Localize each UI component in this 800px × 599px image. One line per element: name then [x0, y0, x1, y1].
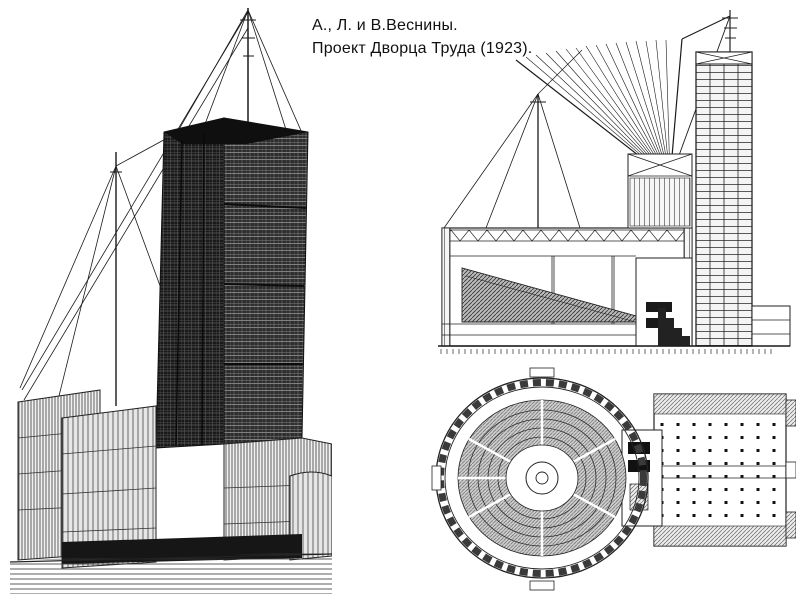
- perspective-drawing: [9, 8, 332, 594]
- radio-masts-and-guy-wires: [19, 8, 307, 406]
- ground-hatching: [9, 552, 332, 594]
- lattice-tower: [695, 10, 791, 347]
- constructivist-tower: [155, 117, 309, 449]
- office-wing-plan: [653, 393, 796, 547]
- caption-line-authors: А., Л. и В.Веснины.: [312, 17, 458, 34]
- section-figure: [432, 6, 796, 358]
- figure-caption: А., Л. и В.Веснины. Проект Дворца Труда …: [312, 14, 582, 60]
- hall-section: [441, 153, 693, 347]
- base-building-blocks: [17, 389, 332, 569]
- perspective-figure: [6, 2, 332, 597]
- aisle-lines: [458, 400, 616, 556]
- floor-plan-drawing: [431, 367, 796, 591]
- auditorium-plan: [431, 367, 649, 591]
- section-ground-line: [438, 345, 790, 354]
- section-elevation-drawing: [438, 10, 791, 354]
- caption-line-title: Проект Дворца Труда (1923).: [312, 40, 533, 57]
- section-mast-and-guys: [443, 49, 583, 229]
- plan-figure: [430, 366, 796, 592]
